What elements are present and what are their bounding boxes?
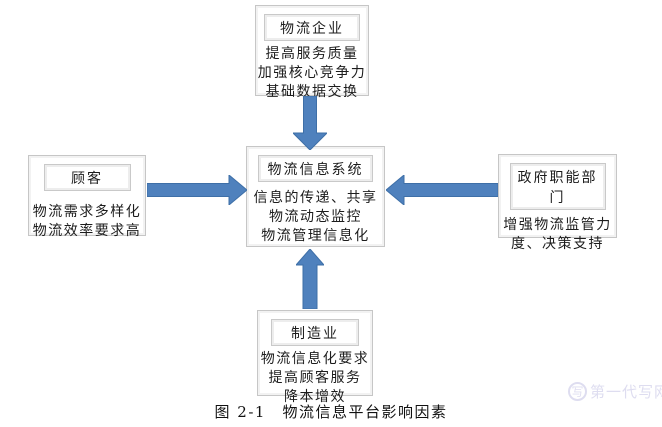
text-line: 提高顾客服务 [268, 370, 362, 386]
text-line: 物流需求多样化 [32, 204, 142, 220]
node-government-department: 政府职能部门 增强物流监管力 度、决策支持 [498, 154, 617, 252]
text-line: 降本增效 [284, 389, 346, 405]
text-line: 物流效率要求高 [32, 223, 142, 239]
text-line: 提高服务质量 [265, 46, 359, 62]
arrow-left-from-government-icon [386, 175, 498, 205]
watermark: 写 第一代写网 [568, 376, 662, 406]
text-line: 基础数据交换 [265, 84, 359, 100]
node-logistics-enterprise: 物流企业 提高服务质量 加强核心竞争力 基础数据交换 [255, 5, 369, 100]
arrow-right-from-customer-icon [147, 175, 247, 205]
watermark-logo-icon: 写 [568, 381, 587, 401]
node-manufacturing: 制造业 物流信息化要求 提高顾客服务 降本增效 [257, 310, 373, 405]
text-line: 物流管理信息化 [261, 228, 370, 244]
arrow-down-from-enterprise-icon [293, 96, 327, 150]
node-logistics-information-system: 物流信息系统 信息的传递、共享 物流动态监控 物流管理信息化 [246, 146, 385, 247]
text-line: 度、决策支持 [511, 236, 604, 252]
watermark-text: 第一代写网 [590, 382, 662, 401]
text-line: 物流信息化要求 [260, 351, 370, 367]
arrow-up-from-manufacturing-icon [296, 249, 324, 309]
node-customer-lines: 物流需求多样化 物流效率要求高 [29, 203, 145, 241]
node-logistics-information-system-lines: 信息的传递、共享 物流动态监控 物流管理信息化 [247, 189, 384, 246]
text-line: 信息的传递、共享 [253, 190, 378, 206]
node-customer: 顾客 物流需求多样化 物流效率要求高 [28, 155, 146, 239]
node-logistics-information-system-title: 物流信息系统 [258, 155, 373, 182]
node-manufacturing-title: 制造业 [271, 319, 359, 346]
node-manufacturing-lines: 物流信息化要求 提高顾客服务 降本增效 [258, 350, 372, 407]
node-logistics-enterprise-lines: 提高服务质量 加强核心竞争力 基础数据交换 [256, 45, 368, 102]
node-government-department-title: 政府职能部门 [509, 163, 606, 210]
node-government-department-lines: 增强物流监管力 度、决策支持 [499, 216, 616, 254]
node-logistics-enterprise-title: 物流企业 [264, 14, 360, 41]
text-line: 加强核心竞争力 [257, 65, 367, 81]
text-line: 物流动态监控 [269, 209, 362, 225]
node-customer-title: 顾客 [43, 164, 131, 191]
figure-caption: 图 2-1 物流信息平台影响因素 [214, 403, 448, 421]
text-line: 增强物流监管力 [503, 217, 612, 233]
